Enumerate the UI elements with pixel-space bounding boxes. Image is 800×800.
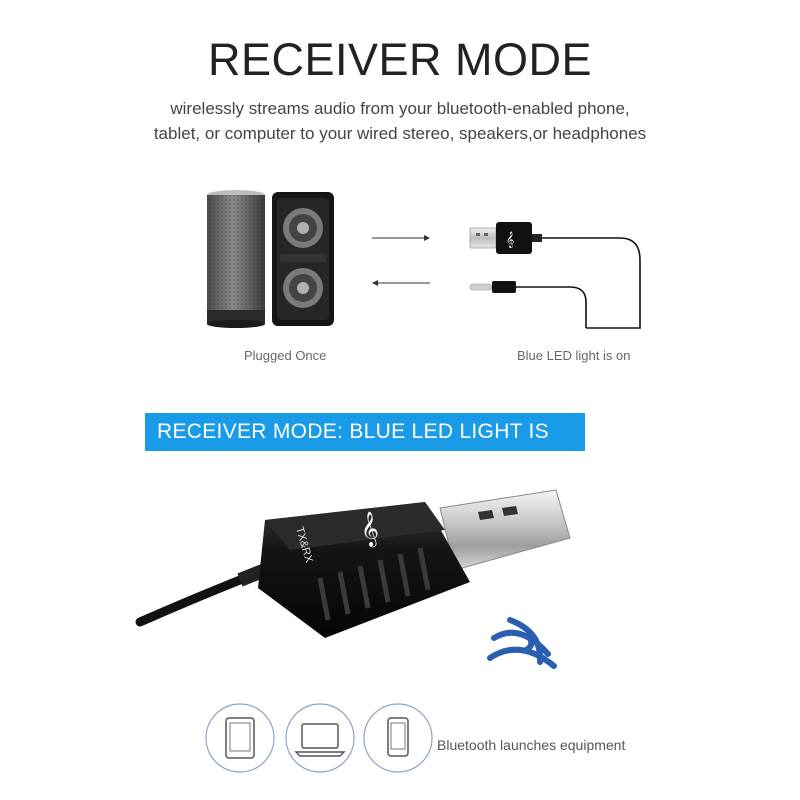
svg-text:𝄞: 𝄞 [506,232,514,248]
page-subtitle: wirelessly streams audio from your bluet… [0,96,800,146]
left-caption: Plugged Once [244,348,327,363]
arrow-left-icon [372,280,430,286]
usb-plug [439,489,571,571]
audio-cable [135,559,278,627]
audio-jack-icon [469,281,587,328]
tablet-icon [205,703,275,773]
boombox-speaker-icon [272,192,334,326]
connection-diagram: 𝄞 [207,190,641,329]
device-icons-row [205,703,433,773]
cylinder-speaker-icon [207,190,265,328]
subtitle-line-2: tablet, or computer to your wired stereo… [153,124,647,143]
page-title: RECEIVER MODE [207,34,593,85]
devices-label: Bluetooth launches equipment [437,737,626,753]
wireless-signal-icon [487,617,557,669]
mode-banner: RECEIVER MODE: BLUE LED LIGHT IS ON [145,413,585,481]
arrow-right-icon [372,235,430,241]
receiver-body: 𝄞 TX&RX [258,502,470,638]
svg-text:𝄞: 𝄞 [358,511,381,549]
laptop-icon [285,703,355,773]
right-caption: Blue LED light is on [517,348,631,363]
receiver-small-icon: 𝄞 [469,222,641,329]
receiver-product-image: 𝄞 TX&RX [135,489,571,669]
phone-icon [363,703,433,773]
subtitle-line-1: wirelessly streams audio from your bluet… [170,99,630,118]
